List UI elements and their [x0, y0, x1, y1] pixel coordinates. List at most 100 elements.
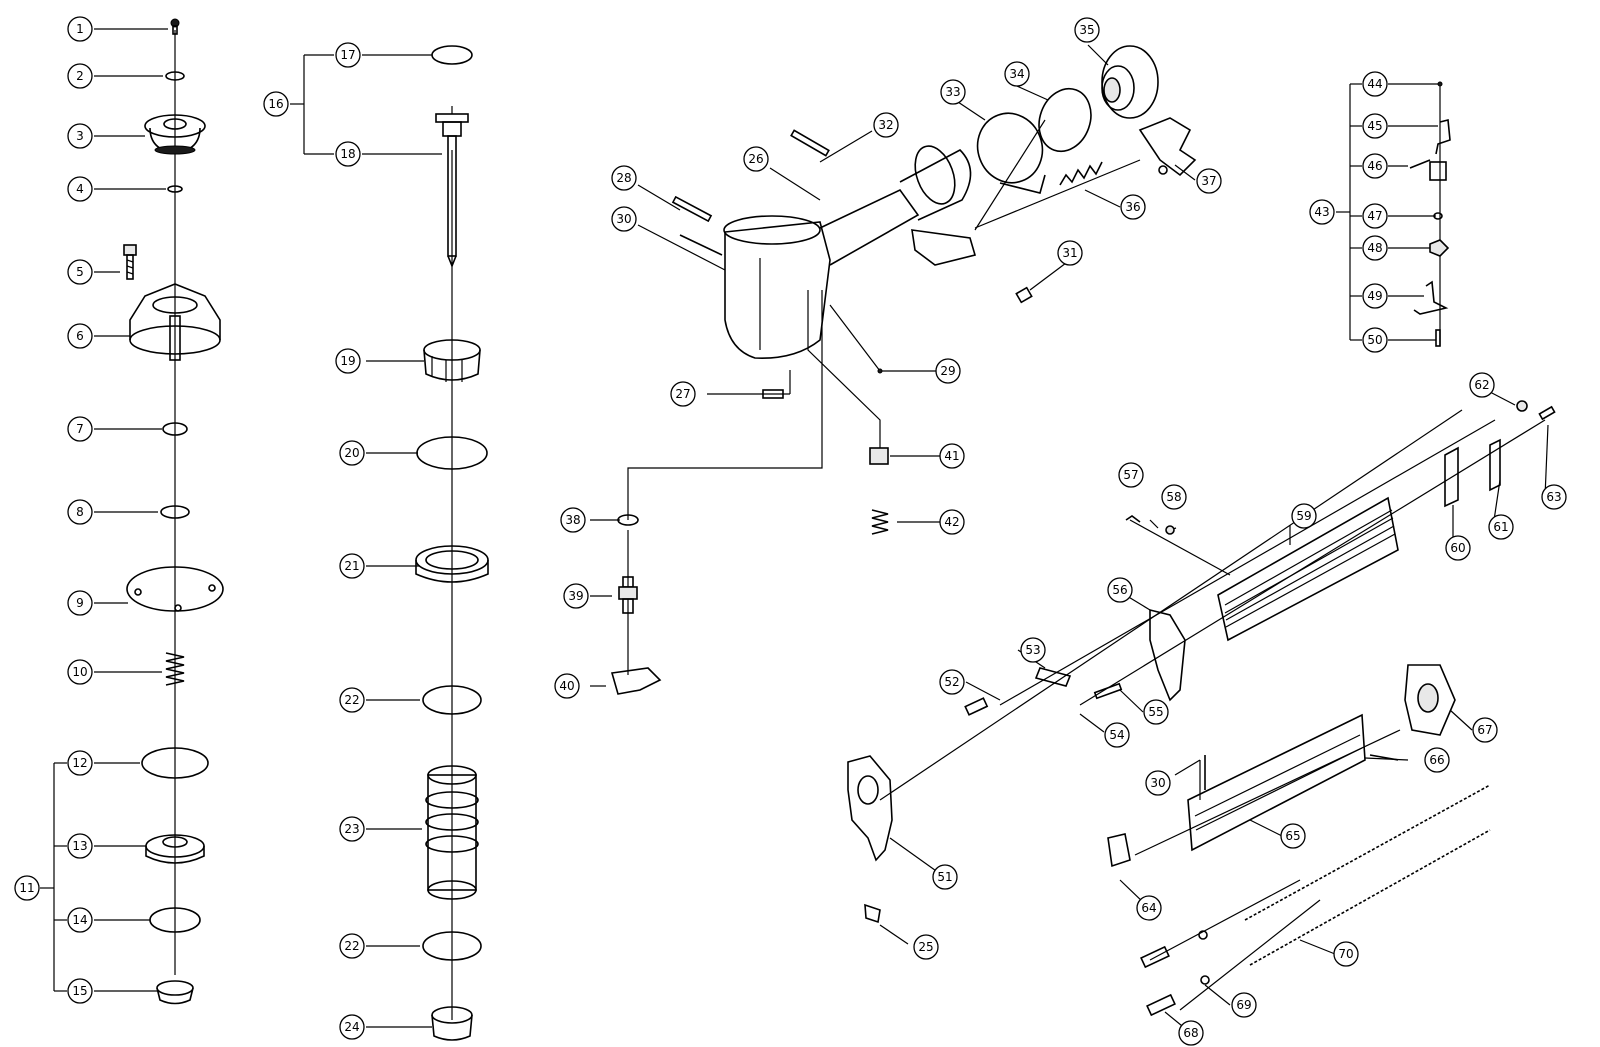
callout-number: 60 — [1450, 541, 1465, 555]
callout-body-26: 26 — [743, 146, 769, 172]
callout-gasket-9: 9 — [67, 590, 93, 616]
plug-part-31 — [1015, 286, 1033, 304]
callout-circle — [339, 1014, 365, 1040]
callout-pusher-68: 68 — [1178, 1020, 1204, 1046]
block-part-41 — [869, 447, 889, 465]
callout-exhaust-cap-3: 3 — [67, 123, 93, 149]
callout-number: 32 — [878, 118, 893, 132]
callout-pin-30: 30 — [1145, 770, 1171, 796]
callout-circle — [611, 206, 637, 232]
callout-pin-28: 28 — [611, 165, 637, 191]
callout-circle — [67, 259, 93, 285]
callout-circle — [67, 123, 93, 149]
cylinder-ring-part-21 — [415, 545, 489, 583]
callout-number: 54 — [1109, 728, 1124, 742]
callout-number: 66 — [1429, 753, 1444, 767]
callout-plug-31: 31 — [1057, 240, 1083, 266]
callout-number: 45 — [1367, 119, 1382, 133]
callout-number: 65 — [1285, 829, 1300, 843]
callout-number: 59 — [1296, 509, 1311, 523]
callout-circle — [611, 165, 637, 191]
spring-part-70a — [1244, 784, 1491, 921]
lever-part-37 — [1138, 117, 1197, 177]
callout-number: 2 — [76, 69, 84, 83]
callout-circle — [939, 669, 965, 695]
pusher-part-68b — [1140, 945, 1170, 969]
callout-circle — [1143, 699, 1169, 725]
bracket-part-60 — [1444, 446, 1459, 508]
callout-number: 17 — [340, 48, 355, 62]
washer-part-47 — [1433, 212, 1443, 220]
callout-number: 50 — [1367, 333, 1382, 347]
callout-lever-37: 37 — [1196, 168, 1222, 194]
callout-guide-plate-56: 56 — [1107, 577, 1133, 603]
pin-part-66 — [1369, 754, 1399, 761]
callout-plate-61: 61 — [1488, 514, 1514, 540]
washer-part-4 — [167, 185, 183, 193]
callout-circle — [1004, 61, 1030, 87]
leader-lines — [40, 28, 1549, 1031]
callout-circle — [335, 348, 361, 374]
callout-circle — [939, 443, 965, 469]
callout-circle — [339, 816, 365, 842]
callout-number: 33 — [945, 85, 960, 99]
callout-number: 5 — [76, 265, 84, 279]
callout-number: 36 — [1125, 200, 1140, 214]
callout-number: 63 — [1546, 490, 1561, 504]
callout-pin-54: 54 — [1104, 722, 1130, 748]
callout-circle — [935, 358, 961, 384]
callout-number: 8 — [76, 505, 84, 519]
callout-washer-47: 47 — [1362, 203, 1388, 229]
part-shapes — [123, 18, 1556, 1041]
callout-circle — [14, 875, 40, 901]
plate-part-27 — [762, 389, 784, 399]
callout-circle — [1178, 1020, 1204, 1046]
callout-number: 52 — [944, 675, 959, 689]
callout-bumper-19: 19 — [335, 348, 361, 374]
callout-number: 20 — [344, 446, 359, 460]
callout-circle — [1333, 941, 1359, 967]
callout-circle — [913, 934, 939, 960]
plate-part-61 — [1489, 438, 1501, 492]
bolt-part-5 — [123, 244, 137, 280]
callout-number: 42 — [944, 515, 959, 529]
disc-part-7 — [162, 422, 188, 436]
bumper-part-19 — [423, 339, 481, 382]
callout-number: 51 — [937, 870, 952, 884]
bumper-part-24 — [431, 1006, 473, 1041]
guide-plate-part-56 — [1149, 608, 1186, 702]
callout-magazine-59: 59 — [1291, 503, 1317, 529]
callout-number: 24 — [344, 1020, 359, 1034]
o-ring-part-38 — [617, 514, 639, 526]
callout-circle — [1472, 717, 1498, 743]
callout-circle — [1362, 71, 1388, 97]
callout-number: 37 — [1201, 174, 1216, 188]
callout-screw-62: 62 — [1469, 372, 1495, 398]
callout-number: 10 — [72, 665, 87, 679]
callout-circle — [1145, 770, 1171, 796]
callout-number: 21 — [344, 559, 359, 573]
bracket-part-64 — [1107, 833, 1131, 868]
callout-number: 3 — [76, 129, 84, 143]
valve-seat-part-15 — [156, 980, 194, 1005]
spring-part-10 — [165, 652, 185, 686]
callout-number: 55 — [1148, 705, 1163, 719]
screw-part-57 — [1125, 515, 1141, 523]
callout-circle — [67, 659, 93, 685]
callout-number: 1 — [76, 22, 84, 36]
callout-number: 26 — [748, 152, 763, 166]
callout-circle — [1362, 283, 1388, 309]
callout-number: 48 — [1367, 241, 1382, 255]
screw-part-55 — [1093, 682, 1123, 700]
callout-bolt-63: 63 — [1541, 484, 1567, 510]
callout-circle — [1231, 992, 1257, 1018]
callout-washer-2: 2 — [67, 63, 93, 89]
callout-cylinder-cap-6: 6 — [67, 323, 93, 349]
gasket-part-9 — [126, 566, 224, 612]
callout-end-cap-67: 67 — [1472, 717, 1498, 743]
callout-circle — [940, 79, 966, 105]
screw-part-1 — [170, 18, 180, 35]
body-part-26 — [723, 145, 977, 359]
callout-number: 70 — [1338, 947, 1353, 961]
end-cap-part-67 — [1404, 664, 1456, 736]
